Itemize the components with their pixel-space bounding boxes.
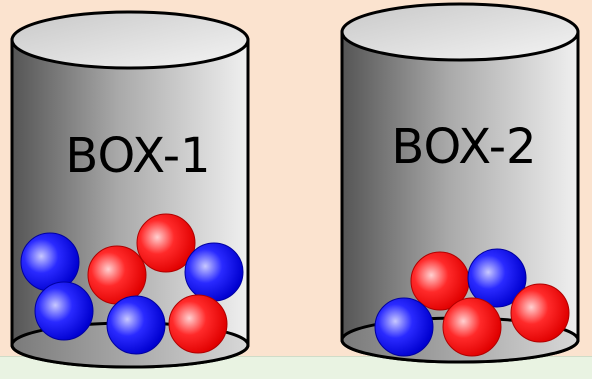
box-1-label: BOX-1 [65, 128, 210, 184]
box-2-red-ball [443, 298, 501, 356]
box-1-blue-ball [35, 282, 93, 340]
box-1-blue-ball [185, 243, 243, 301]
box-2-blue-ball [375, 298, 433, 356]
box-1-top [12, 12, 248, 68]
box-2-label: BOX-2 [391, 119, 536, 175]
box-1-blue-ball [107, 296, 165, 354]
box-1-red-ball [88, 246, 146, 304]
box-1: BOX-1 [12, 12, 248, 367]
box-2-top [342, 4, 578, 60]
box-2-red-ball [511, 284, 569, 342]
box-1-red-ball [169, 295, 227, 353]
box-2: BOX-2 [342, 4, 578, 362]
